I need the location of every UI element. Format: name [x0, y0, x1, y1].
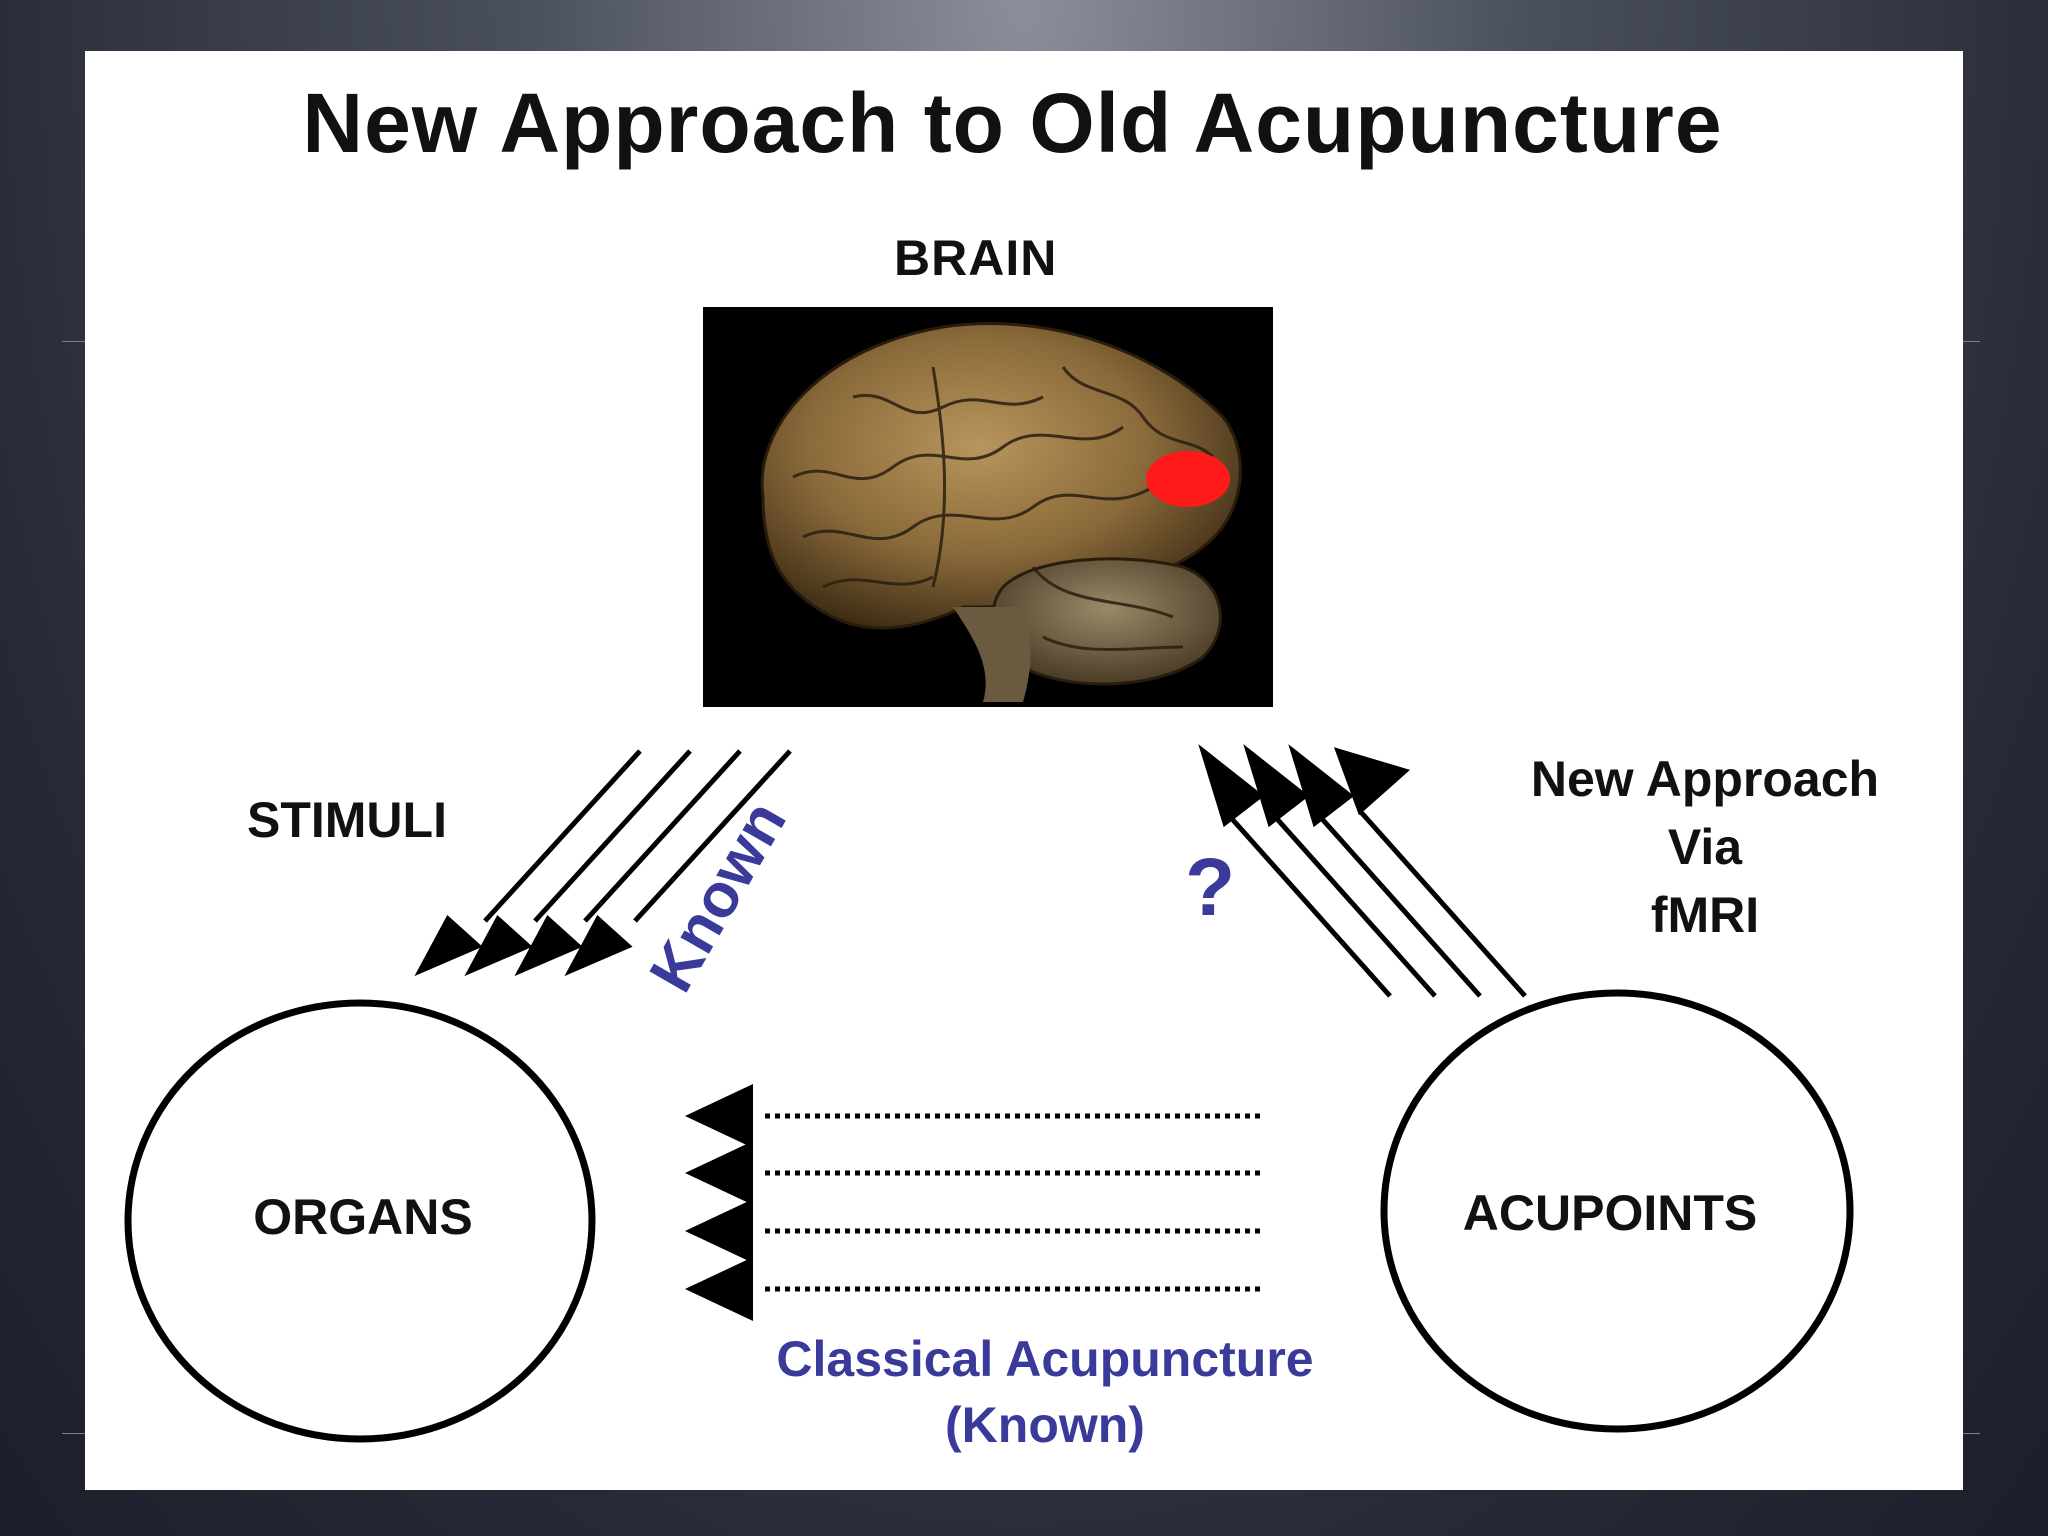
acupoints-circle [1380, 989, 1854, 1433]
brain-folds [792, 366, 1215, 651]
slide: New Approach to Old Acupuncture BRAIN [85, 51, 1963, 1490]
new-approach-line2: Via [1667, 819, 1743, 875]
new-approach-arrowhead-1 [1198, 744, 1265, 828]
stimuli-arrows [414, 749, 792, 977]
new-approach-line3: fMRI [1650, 887, 1760, 943]
new-approach-arrows [1198, 744, 1527, 998]
classical-arrowhead-2 [685, 1141, 753, 1205]
diagram-lines [124, 744, 1854, 1443]
highlight-region [1146, 451, 1230, 507]
stimuli-arrow-3 [583, 749, 742, 923]
new-approach-arrowhead-2 [1243, 744, 1310, 828]
new-approach-arrow-4 [1358, 809, 1527, 998]
classical-line1: Classical Acupuncture [776, 1331, 1314, 1387]
brain-label: BRAIN [894, 230, 1058, 286]
classical-acupuncture-label: Classical Acupuncture (Known) [645, 1326, 1445, 1458]
classical-arrowheads [685, 1084, 753, 1321]
brain-stem [953, 607, 1031, 702]
slide-title: New Approach to Old Acupuncture [302, 76, 1723, 170]
classical-arrowhead-4 [685, 1257, 753, 1321]
new-approach-line1: New Approach [1530, 751, 1880, 807]
acupoints-label: ACUPOINTS [1462, 1185, 1758, 1241]
stimuli-arrow-4 [633, 749, 792, 923]
stimuli-arrowhead-4 [564, 915, 633, 977]
new-approach-arrow-2 [1268, 809, 1437, 998]
classical-arrowhead-1 [685, 1084, 753, 1148]
classical-dotted-lines [765, 1113, 1265, 1292]
stimuli-arrow-2 [533, 749, 692, 923]
brain-illustration [760, 322, 1242, 702]
classical-line2: (Known) [945, 1397, 1145, 1453]
stimuli-arrowhead-1 [414, 915, 483, 977]
new-approach-arrow-3 [1313, 809, 1482, 998]
classical-arrowhead-3 [685, 1199, 753, 1263]
stimuli-arrowhead-3 [514, 915, 583, 977]
stimuli-arrow-1 [483, 749, 642, 923]
question-mark: ? [1185, 842, 1236, 933]
organs-circle [124, 999, 596, 1443]
stimuli-arrowhead-2 [464, 915, 533, 977]
new-approach-arrowhead-3 [1288, 744, 1355, 828]
new-approach-arrowhead-4 [1333, 747, 1411, 816]
brain-image [703, 307, 1273, 707]
new-approach-arrow-1 [1223, 809, 1392, 998]
stimuli-label: STIMULI [247, 792, 447, 848]
organs-label: ORGANS [253, 1189, 473, 1245]
new-approach-text: New Approach Via fMRI [1465, 745, 1945, 949]
classical-arrows [685, 1084, 1265, 1321]
